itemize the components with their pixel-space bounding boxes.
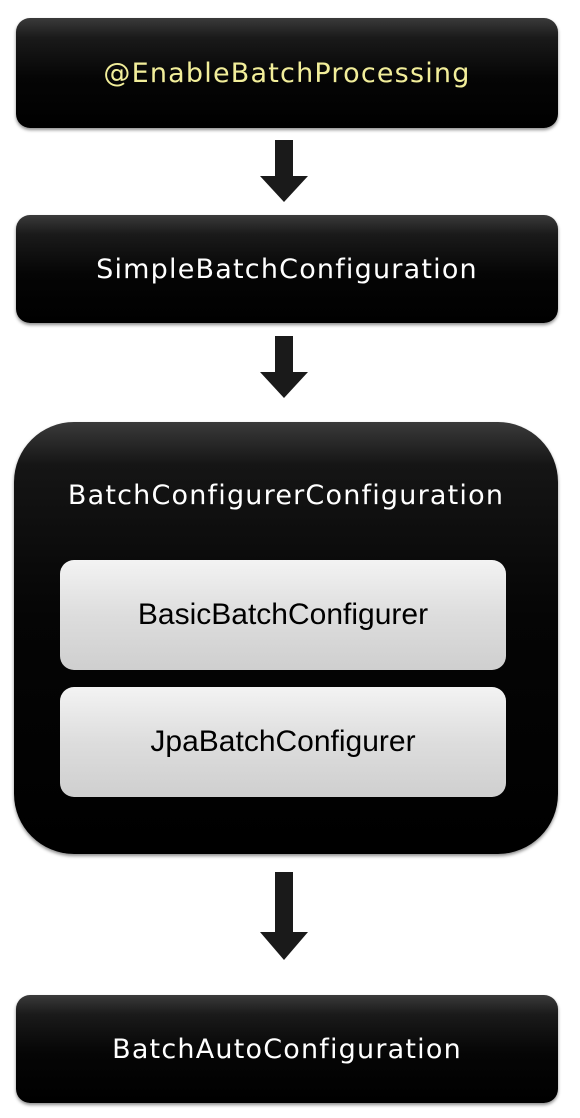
- enable-batch-processing-label: @EnableBatchProcessing: [103, 57, 471, 89]
- simple-batch-configuration-node: SimpleBatchConfiguration: [16, 215, 558, 323]
- enable-batch-processing-node: @EnableBatchProcessing: [16, 18, 558, 128]
- down-arrow-icon: [260, 872, 308, 960]
- batch-configurer-configuration-title: BatchConfigurerConfiguration: [67, 480, 505, 511]
- batch-auto-configuration-label: BatchAutoConfiguration: [112, 1033, 462, 1065]
- simple-batch-configuration-label: SimpleBatchConfiguration: [96, 253, 478, 285]
- batch-configurer-configuration-group: BatchConfigurerConfiguration BasicBatchC…: [14, 422, 558, 854]
- basic-batch-configurer-label: BasicBatchConfigurer: [137, 598, 429, 631]
- down-arrow-icon: [260, 140, 308, 202]
- jpa-batch-configurer-label: JpaBatchConfigurer: [150, 725, 416, 758]
- jpa-batch-configurer-node: JpaBatchConfigurer: [60, 687, 506, 797]
- basic-batch-configurer-node: BasicBatchConfigurer: [60, 560, 506, 670]
- down-arrow-icon: [260, 336, 308, 398]
- batch-auto-configuration-node: BatchAutoConfiguration: [16, 995, 558, 1103]
